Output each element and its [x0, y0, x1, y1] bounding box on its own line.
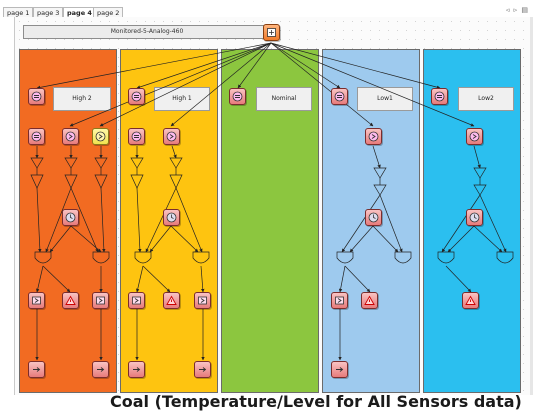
state-label-high-2: High 2 [53, 87, 111, 111]
timer-node-low2[interactable] [466, 209, 483, 226]
tab-nav-arrows[interactable]: ◃ ▹ ▤ [505, 6, 529, 14]
timer-icon [65, 212, 76, 223]
output-node-high-2-b[interactable] [92, 361, 109, 378]
warning-icon [166, 295, 177, 305]
compare-icon [335, 296, 344, 305]
compare-icon [469, 131, 480, 142]
compare-node-high-2[interactable] [62, 128, 79, 145]
equals-icon [232, 91, 243, 102]
alarm-node-low2[interactable] [462, 292, 479, 309]
output-icon [336, 367, 344, 372]
equals-node-high-1-b[interactable] [128, 128, 145, 145]
equals-node-low2[interactable] [431, 88, 448, 105]
compare-node-high-1[interactable] [163, 128, 180, 145]
compare-node-low2[interactable] [466, 128, 483, 145]
state-label-high-1: High 1 [154, 87, 210, 111]
compare-icon [198, 296, 207, 305]
tab-page-1[interactable]: page 1 [3, 7, 34, 17]
equals-icon [434, 91, 445, 102]
action-node-high-2-b[interactable] [92, 292, 109, 309]
timer-icon [166, 212, 177, 223]
warning-icon [65, 295, 76, 305]
equals-icon [131, 91, 142, 102]
compare-node-low1[interactable] [365, 128, 382, 145]
output-icon [97, 367, 105, 372]
output-node-low1[interactable] [331, 361, 348, 378]
monitored-banner: Monitored-5-Analog-460 [23, 25, 271, 39]
alarm-node-low1[interactable] [361, 292, 378, 309]
equals-node-high-2[interactable] [28, 88, 45, 105]
compare-icon [96, 296, 105, 305]
action-node-high-1-a[interactable] [128, 292, 145, 309]
equals-icon [31, 131, 42, 142]
equals-icon [31, 91, 42, 102]
timer-icon [368, 212, 379, 223]
compare-icon [65, 131, 76, 142]
page-tab-bar: page 1 page 3 page 4 page 2 ◃ ▹ ▤ [0, 0, 533, 17]
tab-page-3[interactable]: page 3 [33, 7, 64, 17]
root-icon [267, 28, 276, 37]
output-node-high-1-a[interactable] [128, 361, 145, 378]
alarm-node-high-2[interactable] [62, 292, 79, 309]
output-icon [199, 367, 207, 372]
equals-node-nominal[interactable] [229, 88, 246, 105]
diagram-canvas: Monitored-5-Analog-460 High 2 High 1 Nom… [14, 17, 531, 395]
state-label-low1: Low1 [357, 87, 413, 111]
action-node-high-2-a[interactable] [28, 292, 45, 309]
equals-icon [334, 91, 345, 102]
timer-node-low1[interactable] [365, 209, 382, 226]
output-node-high-2-a[interactable] [28, 361, 45, 378]
output-icon [133, 367, 141, 372]
bottom-caption: Coal (Temperature/Level for All Sensors … [110, 392, 522, 411]
vertical-scrollbar[interactable] [530, 17, 533, 395]
equals-node-high-2-b[interactable] [28, 128, 45, 145]
compare-icon [132, 296, 141, 305]
compare-icon [32, 296, 41, 305]
root-node[interactable] [263, 24, 280, 41]
timer-node-high-1[interactable] [163, 209, 180, 226]
output-icon [33, 367, 41, 372]
action-node-low1[interactable] [331, 292, 348, 309]
timer-icon [469, 212, 480, 223]
compare-icon [95, 131, 106, 142]
compare-icon [166, 131, 177, 142]
output-node-high-1-b[interactable] [194, 361, 211, 378]
tab-page-2[interactable]: page 2 [93, 7, 124, 17]
equals-icon [131, 131, 142, 142]
equals-node-high-1[interactable] [128, 88, 145, 105]
state-label-nominal: Nominal [256, 87, 312, 111]
warning-icon [465, 295, 476, 305]
equals-node-low1[interactable] [331, 88, 348, 105]
state-label-low2: Low2 [458, 87, 514, 111]
warning-icon [364, 295, 375, 305]
tab-page-4[interactable]: page 4 [63, 7, 96, 17]
timer-node-high-2[interactable] [62, 209, 79, 226]
alarm-node-high-1[interactable] [163, 292, 180, 309]
action-node-high-1-b[interactable] [194, 292, 211, 309]
compare-node-high-2-alt[interactable] [92, 128, 109, 145]
compare-icon [368, 131, 379, 142]
